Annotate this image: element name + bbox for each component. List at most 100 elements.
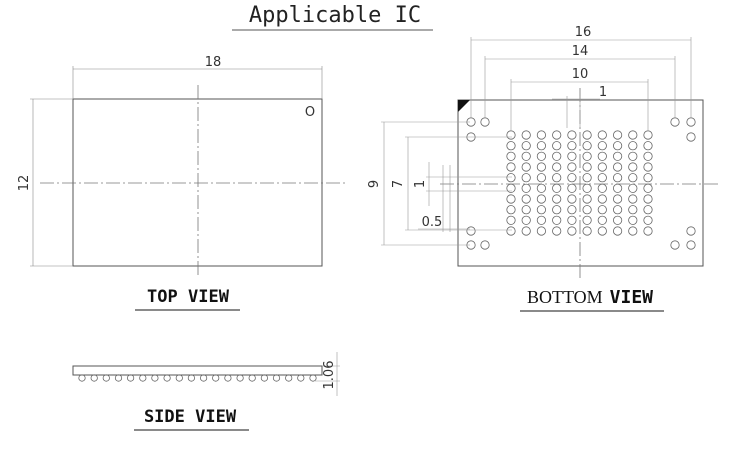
bga-ball [612,151,623,161]
bga-ball [582,141,592,151]
bga-ball [567,183,577,193]
bga-ball [536,173,547,183]
bga-ball [521,205,531,215]
side-view-ball [236,374,244,382]
bga-ball [521,183,531,193]
dim-14-label: 14 [572,44,589,59]
bga-ball [552,173,562,183]
bga-ball [521,226,531,236]
bga-ball [643,215,653,225]
bga-ball [521,215,531,225]
bga-ball [521,173,531,183]
bga-ball [643,162,653,172]
bga-ball [506,215,516,225]
top-view: O 18 12 TOP VIEW [17,55,345,311]
bga-ball [612,205,623,215]
bga-ball [612,173,623,183]
bga-ball [552,151,562,161]
dim-05-label: 0.5 [422,215,443,230]
bga-ball [643,183,653,193]
corner-support-ball [686,240,696,250]
bga-ball [536,151,547,161]
bga-ball [536,130,547,140]
bga-ball [552,183,562,193]
bga-ball [506,205,516,215]
bga-ball [643,141,653,151]
bga-ball [643,173,653,183]
bga-ball [597,173,607,183]
bga-ball [628,205,638,215]
dim-106-label: 1.06 [322,361,337,390]
dim-1-v-label: 1 [413,180,428,188]
bga-ball [643,205,653,215]
bottom-view-label-normal: BOTTOM [527,287,603,307]
bga-ball [506,162,516,172]
dim-1-h-label: 1 [599,85,607,100]
bga-ball [582,183,592,193]
bga-ball [597,205,607,215]
side-view-label: SIDE VIEW [144,407,237,427]
top-view-outline [72,98,323,267]
bga-ball [628,226,638,236]
bga-ball [628,215,638,225]
bottom-view: 16 14 10 1 9 7 1 0.5 [367,25,718,312]
bga-ball [597,215,607,225]
bga-ball [612,194,623,204]
dim-18-label: 18 [205,55,222,70]
bga-ball [597,183,607,193]
side-view-ball [212,374,220,382]
corner-support-ball [670,117,680,127]
bga-ball [536,194,547,204]
side-view-ball [200,374,208,382]
side-view-ball [78,374,86,382]
bga-ball [582,151,592,161]
side-view-ball [163,374,171,382]
bga-ball [628,194,638,204]
bga-ball [597,162,607,172]
side-view-ball [151,374,159,382]
bga-ball [567,205,577,215]
drawing-title: Applicable IC [249,3,421,28]
bga-ball [506,130,516,140]
bga-ball [506,173,516,183]
bga-ball [506,141,516,151]
bga-ball [552,194,562,204]
dim-10-label: 10 [572,67,589,82]
bga-ball [628,141,638,151]
bga-ball [552,162,562,172]
bga-ball [521,162,531,172]
bga-ball [552,130,562,140]
bga-ball [597,130,607,140]
bga-ball [536,205,547,215]
side-view-ball [224,374,232,382]
bottom-view-label: BOTTOM VIEW [527,287,653,308]
bga-ball [597,151,607,161]
bga-ball [628,183,638,193]
bga-ball [567,130,577,140]
bga-ball [582,226,592,236]
bga-ball [552,215,562,225]
bottom-view-label-bold: VIEW [610,287,654,308]
bga-ball [567,173,577,183]
bga-ball [612,215,623,225]
side-view-ball [297,374,305,382]
side-view-ball [139,374,147,382]
bga-ball [536,215,547,225]
side-view-body [72,365,323,376]
bga-ball [536,162,547,172]
bga-ball [536,183,547,193]
top-view-label: TOP VIEW [147,287,230,307]
bga-ball [597,194,607,204]
side-view-ball [90,374,98,382]
bga-ball [521,194,531,204]
bga-ball [521,130,531,140]
bga-ball [643,194,653,204]
bga-ball [597,141,607,151]
bga-ball [582,130,592,140]
bga-ball-grid [466,117,696,250]
bottom-view-outline [457,99,704,267]
bga-ball [628,130,638,140]
bga-ball [506,183,516,193]
bga-ball [582,215,592,225]
